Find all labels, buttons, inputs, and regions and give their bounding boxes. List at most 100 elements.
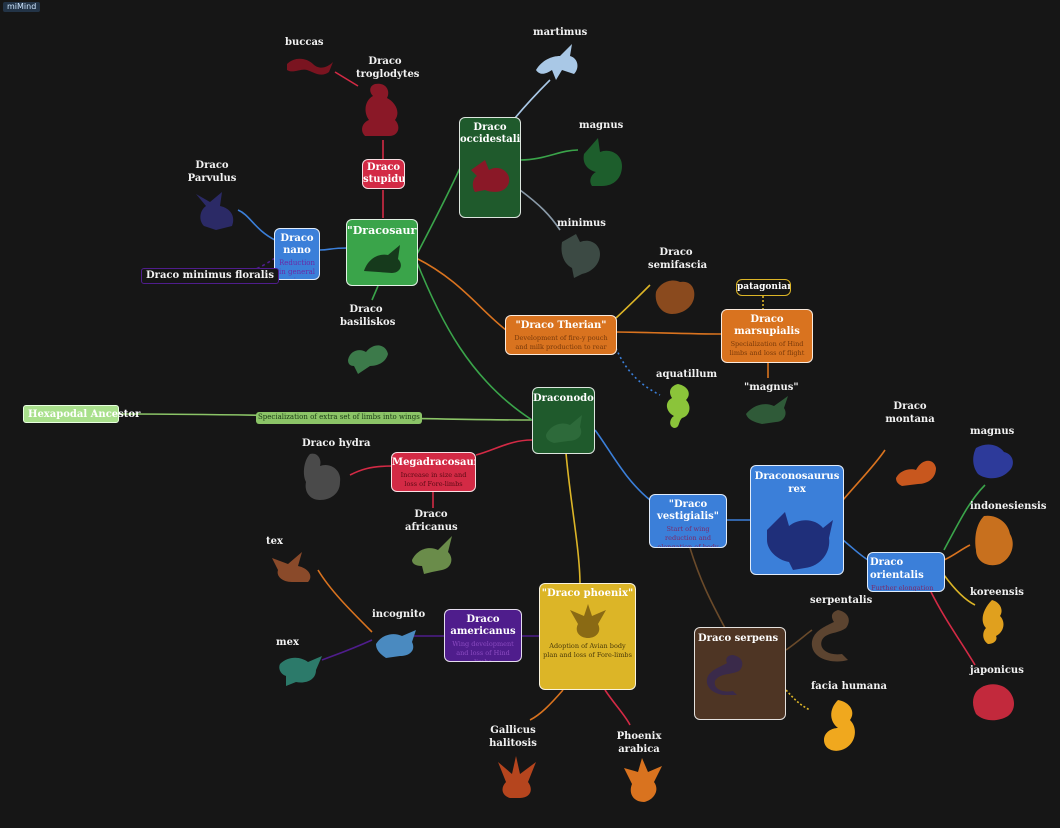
label-phoenix-arabica: Phoenix arabica <box>616 731 662 755</box>
megadracosaurus-title: Megadracosaurus <box>392 457 475 468</box>
hydra-creature-icon <box>300 450 348 504</box>
gallicus-creature-icon <box>494 752 540 802</box>
app-badge[interactable]: miMind <box>3 2 41 12</box>
label-draco-parvulus: Draco Parvulus <box>187 160 237 184</box>
draco-orientalis-node[interactable]: Draco orientalis Further elongation and … <box>867 552 945 592</box>
patagonian-node[interactable]: patagonian <box>736 279 791 296</box>
semifascia-creature-icon <box>652 274 698 318</box>
dracosaurus-creature-icon <box>364 245 401 273</box>
label-buccas: buccas <box>285 37 324 48</box>
draco-vestigialis-title: "Draco vestigialis" <box>657 499 719 522</box>
facia-humana-creature-icon <box>816 698 862 754</box>
koreensis-creature-icon <box>978 598 1008 646</box>
draconodon-node[interactable]: Draconodon <box>532 387 595 454</box>
dracosaurus-title: "Dracosaurus" <box>347 224 417 237</box>
draco-americanus-node[interactable]: Draco americanus Wing development and lo… <box>444 609 522 662</box>
draco-serpens-title: Draco serpens <box>698 633 779 644</box>
label-koreensis: koreensis <box>970 587 1024 598</box>
phoenix-arabica-creature-icon <box>622 756 664 804</box>
indonesiensis-creature-icon <box>970 512 1018 570</box>
draco-vestigialis-desc: Start of wing reduction and elongation o… <box>657 525 719 548</box>
occidestalis-creature-icon <box>471 160 510 192</box>
label-semifascia: Draco semifascia <box>648 247 708 271</box>
draco-nano-node[interactable]: Draco nano Reduction in general size <box>274 228 320 280</box>
draco-nano-desc: Reduction in general size <box>278 259 316 279</box>
megadracosaurus-node[interactable]: Megadracosaurus Increase in size and los… <box>391 452 476 492</box>
draco-stupidus-node[interactable]: Draco stupidus <box>362 159 405 189</box>
martimus-creature-icon <box>532 40 582 82</box>
draco-stupidus-title: Draco stupidus <box>363 162 405 185</box>
draconosaurus-rex-node[interactable]: Draconosaurus rex <box>750 465 844 575</box>
draco-marsupialis-node[interactable]: Draco marsupialis Specialization of Hind… <box>721 309 813 363</box>
draco-phoenix-creature-icon <box>569 604 606 638</box>
specialization-label: Specialization of extra set of limbs int… <box>258 413 420 421</box>
draco-marsupialis-desc: Specialization of Hind limbs and loss of… <box>729 340 805 357</box>
africanus-creature-icon <box>408 532 456 576</box>
troglodytes-creature-icon <box>355 80 405 140</box>
draco-occidestalis-node[interactable]: Draco occidestalis <box>459 117 521 218</box>
draconosaurus-rex-title: Draconosaurus rex <box>754 471 840 495</box>
draco-minimus-floralis-node[interactable]: Draco minimus floralis <box>141 268 279 284</box>
draco-orientalis-title: Draco orientalis <box>870 557 924 581</box>
serpentalis-creature-icon <box>808 606 858 664</box>
draco-marsupialis-title: Draco marsupialis <box>734 314 800 337</box>
label-mex: mex <box>276 637 299 648</box>
draco-occidestalis-title: Draco occidestalis <box>460 122 521 145</box>
draco-vestigialis-node[interactable]: "Draco vestigialis" Start of wing reduct… <box>649 494 727 548</box>
label-indonesiensis: indonesiensis <box>970 501 1047 512</box>
magnus-quoted-creature-icon <box>744 390 790 426</box>
hexapodal-ancestor-node[interactable]: Hexapodal Ancestor <box>23 405 140 423</box>
draco-phoenix-node[interactable]: "Draco phoenix" Adoption of Avian body p… <box>539 583 636 690</box>
label-magnus-blue: magnus <box>970 426 1015 437</box>
draco-serpens-creature-icon <box>706 655 743 695</box>
montana-creature-icon <box>892 448 938 488</box>
label-japonicus: japonicus <box>970 665 1024 676</box>
draco-therian-desc: Development of fire-y pouch and milk pro… <box>514 334 608 354</box>
draco-phoenix-desc: Adoption of Avian body plan and loss of … <box>543 642 632 659</box>
label-africanus: Draco africanus <box>405 509 458 533</box>
aquatillum-creature-icon <box>660 382 696 430</box>
draco-serpens-node[interactable]: Draco serpens <box>694 627 786 720</box>
label-troglodytes: Draco troglodytes <box>356 56 420 80</box>
tex-creature-icon <box>268 548 316 586</box>
basiliskos-creature-icon <box>344 330 390 378</box>
label-magnus-green: magnus <box>579 120 624 131</box>
mex-creature-icon <box>276 648 324 688</box>
label-incognito: incognito <box>372 609 426 620</box>
draco-orientalis-desc: Further elongation and water adaption <box>871 584 934 592</box>
label-aquatillum: aquatillum <box>656 369 718 380</box>
magnus-blue-creature-icon <box>970 438 1018 484</box>
label-basiliskos: Draco basiliskos <box>340 304 396 328</box>
label-draco-hydra: Draco hydra <box>302 438 371 449</box>
hexapodal-ancestor-label: Hexapodal Ancestor <box>28 409 141 420</box>
label-tex: tex <box>266 536 283 547</box>
label-magnus-quoted: "magnus" <box>744 382 799 393</box>
label-martimus: martimus <box>533 27 588 38</box>
draco-phoenix-title: "Draco phoenix" <box>541 588 634 599</box>
label-serpentalis: serpentalis <box>810 595 873 606</box>
specialization-edge-label[interactable]: Specialization of extra set of limbs int… <box>256 412 422 424</box>
incognito-creature-icon <box>374 626 418 660</box>
label-gallicus: Gallicus halitosis <box>489 725 537 749</box>
megadracosaurus-desc: Increase in size and loss of Fore-limbs <box>400 471 467 488</box>
draconodon-title: Draconodon <box>533 393 595 404</box>
patagonian-label: patagonian <box>737 282 791 292</box>
label-montana: Draco montana <box>885 401 935 425</box>
draco-minimus-floralis-label: Draco minimus floralis <box>146 270 274 281</box>
draconodon-creature-icon <box>545 415 582 443</box>
dracosaurus-node[interactable]: "Dracosaurus" <box>346 219 418 286</box>
buccas-creature-icon <box>285 50 335 90</box>
draco-nano-title: Draco nano <box>280 233 314 256</box>
label-minimus: minimus <box>557 218 606 229</box>
draco-therian-title: "Draco Therian" <box>515 320 607 331</box>
parvulus-creature-icon <box>192 186 238 232</box>
japonicus-creature-icon <box>970 678 1018 724</box>
draconosaurus-rex-creature-icon <box>767 512 833 570</box>
draco-americanus-desc: Wing development and loss of Hind limbs <box>452 640 514 662</box>
minimus-creature-icon <box>558 228 604 280</box>
magnus-green-creature-icon <box>578 134 626 189</box>
draco-therian-node[interactable]: "Draco Therian" Development of fire-y po… <box>505 315 617 355</box>
label-facia-humana: facia humana <box>811 681 887 692</box>
draco-americanus-title: Draco americanus <box>450 614 516 637</box>
